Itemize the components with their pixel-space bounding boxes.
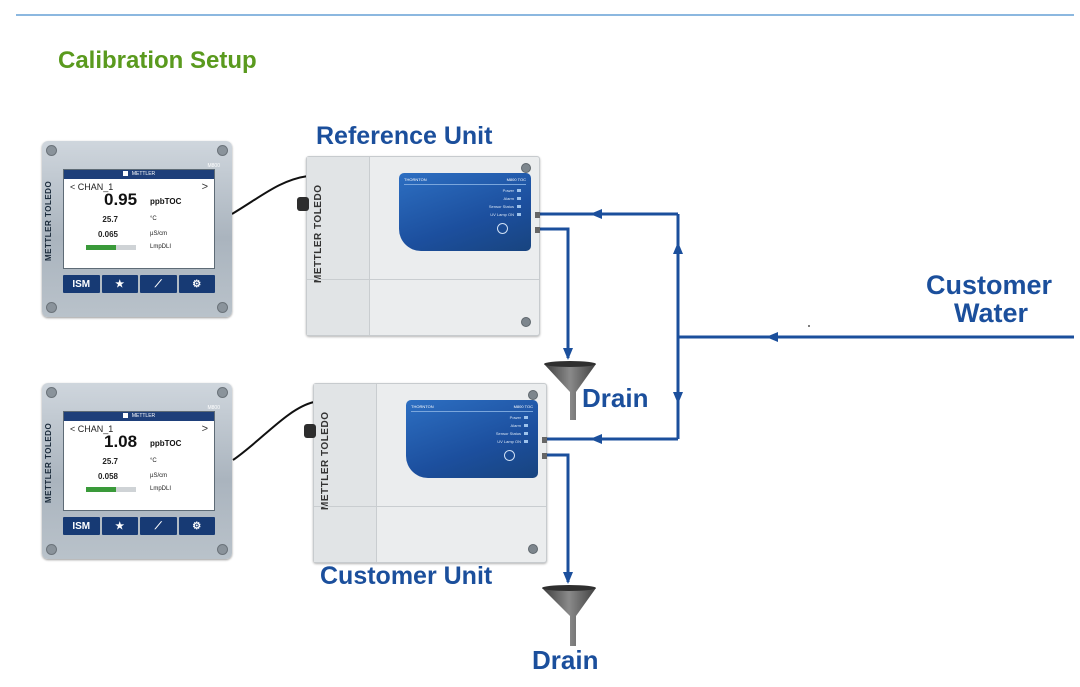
screw — [521, 163, 531, 173]
inlet-port — [542, 437, 547, 443]
signal-cable-top — [231, 175, 309, 215]
ism-button[interactable]: ISM — [63, 275, 100, 293]
chevron-right-icon: > — [201, 423, 208, 435]
settings-gear-icon[interactable]: ⚙ — [178, 517, 215, 535]
screw — [46, 544, 57, 555]
reference-transmitter: METTLER TOLEDO M800 METTLER < CHAN_1 > 0… — [42, 141, 232, 317]
screw — [217, 145, 228, 156]
brand-label: METTLER TOLEDO — [320, 411, 331, 510]
screw — [46, 302, 57, 313]
power-button-icon[interactable] — [504, 450, 515, 461]
customer-water-label-line1: Customer — [926, 270, 1053, 300]
reference-unit-label: Reference Unit — [316, 122, 493, 150]
temperature-unit: °C — [150, 216, 157, 222]
customer-drain-pipe — [542, 453, 573, 584]
main-reading: 0.95 — [104, 190, 138, 209]
channel-label: < CHAN_1 — [70, 424, 114, 434]
conductivity-reading: 0.065 — [97, 230, 118, 239]
inlet-port — [535, 212, 540, 218]
power-button-icon[interactable] — [497, 223, 508, 234]
drain-label-lower: Drain — [532, 645, 599, 675]
model-label: M800 — [207, 163, 220, 169]
drain-label-upper: Drain — [582, 383, 649, 413]
analyzer-left-panel — [314, 384, 377, 562]
temperature-reading: 25.7 — [102, 215, 118, 224]
screw — [521, 317, 531, 327]
favorite-star-icon[interactable]: ★ — [101, 517, 138, 535]
indicator-uv-lamp: UV Lamp ON — [490, 212, 521, 217]
screen-header: METTLER — [64, 170, 214, 179]
analyzer-left-panel — [307, 157, 370, 335]
panel-seam — [314, 506, 546, 507]
conductivity-unit: µS/cm — [150, 231, 168, 237]
customer-unit-label: Customer Unit — [320, 562, 493, 590]
screw — [46, 387, 57, 398]
lamp-label: LmpDLI — [150, 486, 172, 492]
brand-label: METTLER TOLEDO — [44, 180, 53, 262]
settings-gear-icon[interactable]: ⚙ — [178, 275, 215, 293]
customer-water-label-line2: Water — [954, 298, 1029, 328]
brand-label: METTLER TOLEDO — [313, 184, 324, 283]
screw — [217, 302, 228, 313]
control-panel: THORNTON M800 TOC Power Alarm Sensor Sta… — [399, 173, 531, 251]
button-row: ISM ★ ⟋ ⚙ — [63, 517, 215, 535]
conductivity-reading: 0.058 — [97, 472, 118, 481]
screw — [46, 145, 57, 156]
transmitter-screen: METTLER < CHAN_1 > 0.95 ppbTOC 25.7 °C 0… — [63, 169, 215, 269]
drain-funnel-lower — [542, 585, 596, 646]
lock-icon — [122, 171, 128, 177]
lamp-bar — [86, 487, 136, 492]
model-label: M800 — [207, 405, 220, 411]
customer-analyzer: METTLER TOLEDO THORNTON M800 TOC Power A… — [304, 383, 547, 563]
screw — [528, 390, 538, 400]
main-reading: 1.08 — [104, 432, 138, 451]
panel-header: THORNTON M800 TOC — [404, 177, 526, 185]
lock-icon — [122, 413, 128, 419]
temperature-reading: 25.7 — [102, 457, 118, 466]
main-unit: ppbTOC — [150, 439, 182, 448]
temperature-unit: °C — [150, 458, 157, 464]
transmitter-screen: METTLER < CHAN_1 > 1.08 ppbTOC 25.7 °C 0… — [63, 411, 215, 511]
favorite-star-icon[interactable]: ★ — [101, 275, 138, 293]
indicator-sensor-status: Sensor Status — [489, 204, 521, 209]
lamp-label: LmpDLI — [150, 244, 172, 250]
outlet-port — [542, 453, 547, 459]
chart-icon[interactable]: ⟋ — [140, 517, 177, 535]
channel-label: < CHAN_1 — [70, 182, 114, 192]
panel-seam — [307, 279, 539, 280]
indicator-uv-lamp: UV Lamp ON — [497, 439, 528, 444]
screw — [528, 544, 538, 554]
outlet-port — [535, 227, 540, 233]
indicator-power: Power — [510, 415, 528, 420]
conductivity-unit: µS/cm — [150, 473, 168, 479]
reference-drain-pipe — [540, 227, 573, 360]
signal-cable-bottom — [232, 401, 315, 461]
lamp-bar — [86, 245, 136, 250]
indicator-power: Power — [503, 188, 521, 193]
ism-button[interactable]: ISM — [63, 517, 100, 535]
top-divider-line — [16, 14, 1074, 16]
cable-gland — [304, 424, 316, 438]
reference-analyzer: METTLER TOLEDO THORNTON M800 TOC Power A… — [297, 156, 540, 336]
drain-funnel-upper — [544, 361, 596, 420]
screw — [217, 387, 228, 398]
page-title: Calibration Setup — [58, 47, 257, 74]
brand-label: METTLER TOLEDO — [44, 422, 53, 504]
main-unit: ppbTOC — [150, 197, 182, 206]
chevron-right-icon: > — [201, 181, 208, 193]
cable-gland — [297, 197, 309, 211]
button-row: ISM ★ ⟋ ⚙ — [63, 275, 215, 293]
indicator-alarm: Alarm — [504, 196, 521, 201]
chart-icon[interactable]: ⟋ — [140, 275, 177, 293]
screen-header: METTLER — [64, 412, 214, 421]
screw — [217, 544, 228, 555]
indicator-alarm: Alarm — [511, 423, 528, 428]
panel-header: THORNTON M800 TOC — [411, 404, 533, 412]
indicator-sensor-status: Sensor Status — [496, 431, 528, 436]
control-panel: THORNTON M800 TOC Power Alarm Sensor Sta… — [406, 400, 538, 478]
customer-transmitter: METTLER TOLEDO M800 METTLER < CHAN_1 > 1… — [42, 383, 232, 559]
